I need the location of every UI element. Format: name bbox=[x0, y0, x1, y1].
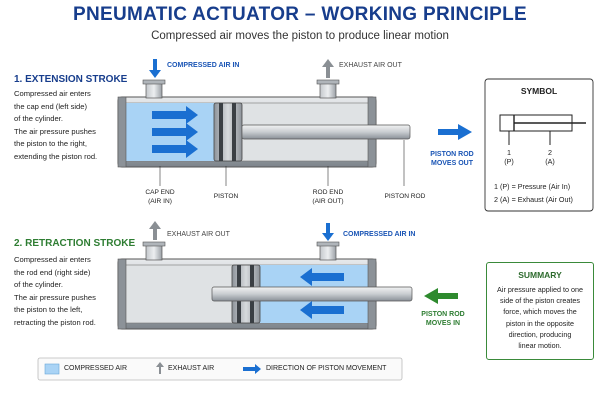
page-title: PNEUMATIC ACTUATOR – WORKING PRINCIPLE bbox=[72, 4, 528, 25]
legend-air-label: COMPRESSED AIR bbox=[64, 365, 128, 372]
piston-rod bbox=[211, 286, 413, 302]
legend-direction-icon bbox=[243, 364, 261, 374]
retraction-cylinder bbox=[117, 221, 458, 330]
exhaust-arrow bbox=[322, 59, 334, 78]
retraction-title: 2. RETRACTION STROKE bbox=[14, 238, 136, 249]
piston bbox=[213, 102, 243, 162]
legend-exhaust-icon bbox=[156, 362, 164, 374]
retraction-exhaust-label: EXHAUST AIR OUT bbox=[167, 231, 230, 238]
extension-title: 1. EXTENSION STROKE bbox=[14, 74, 128, 85]
air-flow-arrows bbox=[152, 106, 198, 158]
piston-label: PISTON bbox=[213, 193, 239, 200]
legend bbox=[37, 357, 403, 381]
legend-exhaust-label: EXHAUST AIR bbox=[168, 365, 215, 372]
extension-exhaust-label: EXHAUST AIR OUT bbox=[339, 62, 402, 69]
cap-end-port bbox=[145, 81, 163, 99]
rod-end-label: ROD END(AIR OUT) bbox=[312, 189, 344, 205]
symbol-port-1: 1(P) bbox=[504, 148, 514, 166]
cylinder-symbol bbox=[484, 78, 594, 212]
rod-out-arrow bbox=[438, 124, 472, 140]
exhaust-arrow bbox=[149, 221, 161, 240]
air-in-arrow bbox=[322, 223, 334, 241]
piston-rod bbox=[241, 124, 411, 140]
air-flow-arrows bbox=[300, 268, 344, 319]
page-subtitle: Compressed air moves the piston to produ… bbox=[151, 30, 449, 42]
piston-rod-label: PISTON ROD bbox=[384, 193, 426, 200]
extension-cylinder bbox=[117, 59, 472, 186]
symbol-port-2: 2(A) bbox=[545, 148, 555, 166]
cap-end-label: CAP END(AIR IN) bbox=[145, 189, 175, 205]
symbol-title: SYMBOL bbox=[520, 86, 558, 96]
air-in-arrow bbox=[149, 59, 161, 78]
summary-title: SUMMARY bbox=[518, 270, 562, 280]
rod-end-port bbox=[319, 81, 337, 99]
retraction-inlet-label: COMPRESSED AIR IN bbox=[343, 231, 416, 238]
rod-in-arrow bbox=[424, 288, 458, 304]
legend-air-swatch bbox=[44, 363, 60, 375]
extension-inlet-label: COMPRESSED AIR IN bbox=[167, 62, 240, 69]
symbol-key-2: 2 (A) = Exhaust (Air Out) bbox=[494, 195, 573, 204]
legend-direction-label: DIRECTION OF PISTON MOVEMENT bbox=[266, 365, 387, 372]
symbol-key-1: 1 (P) = Pressure (Air In) bbox=[494, 182, 571, 191]
